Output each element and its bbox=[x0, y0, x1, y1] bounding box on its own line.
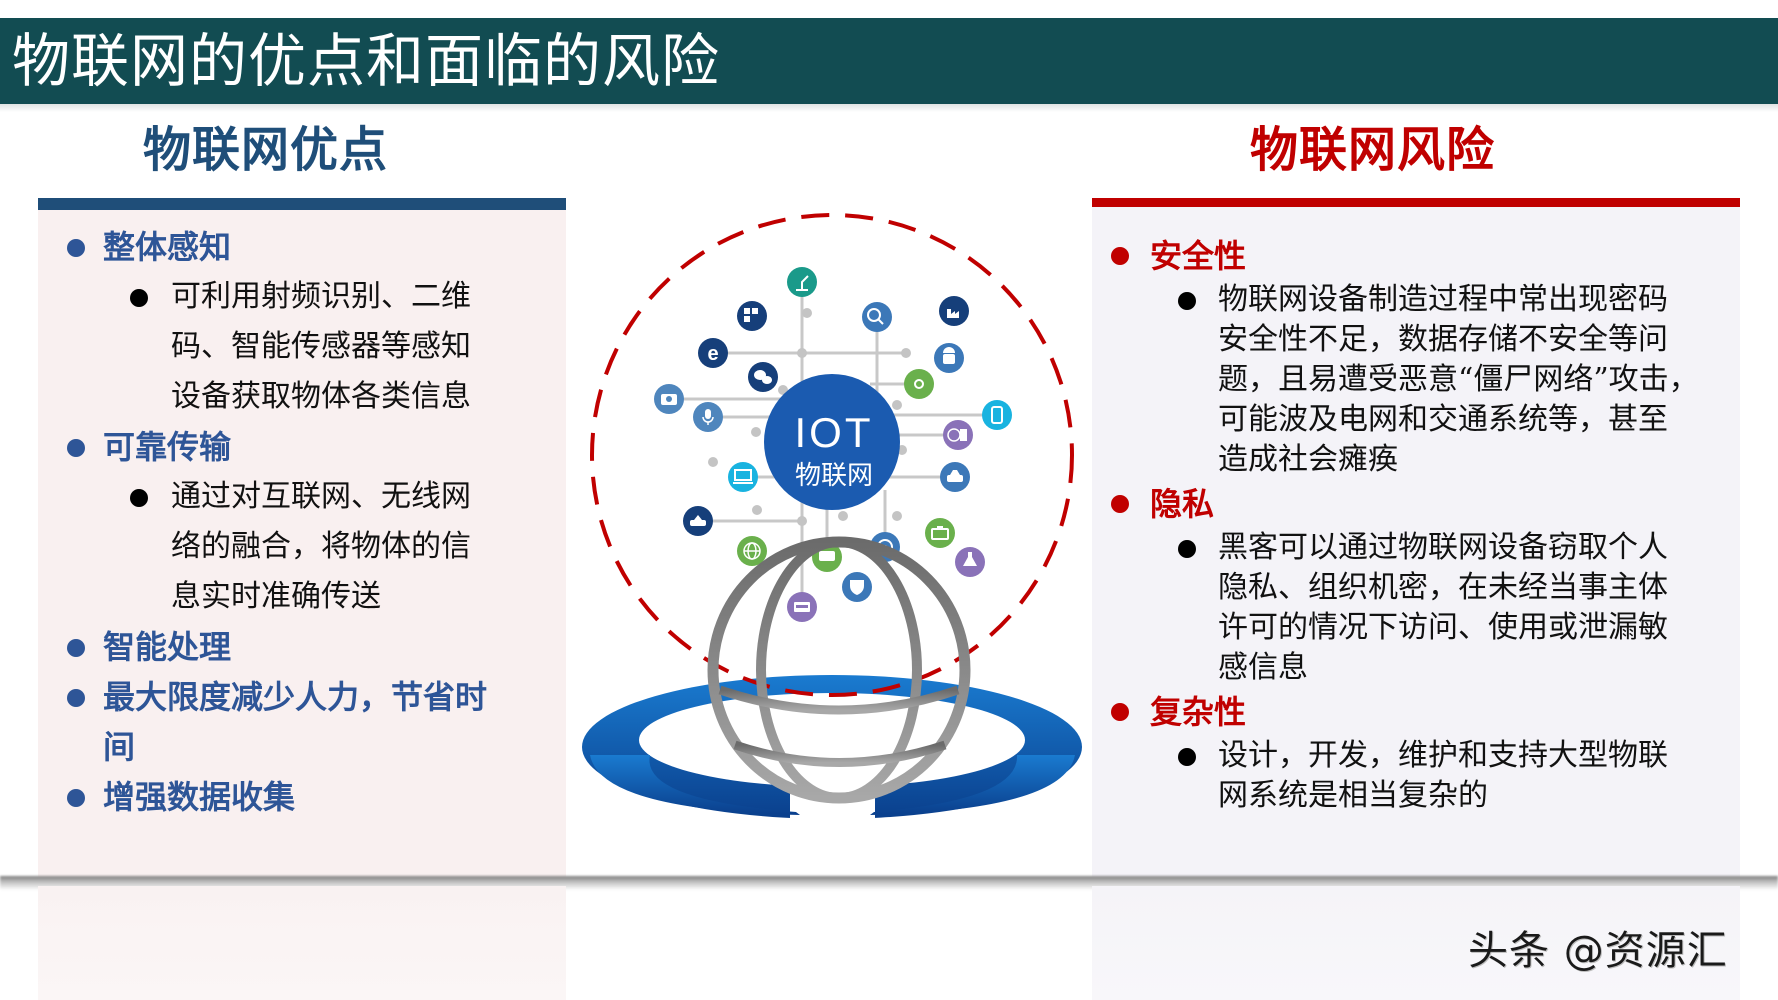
bullet-icon bbox=[1111, 703, 1129, 721]
robot-arm-icon bbox=[787, 267, 817, 297]
detail-line: 设备获取物体各类信息 bbox=[171, 379, 471, 414]
detail-line: 物联网设备制造过程中常出现密码 bbox=[1218, 282, 1668, 317]
bullet-icon bbox=[1178, 292, 1196, 310]
advantages-panel bbox=[38, 198, 566, 878]
advantage-item: 整体感知 bbox=[60, 222, 530, 272]
bullet-icon bbox=[130, 489, 148, 507]
advantage-item: 最大限度减少人力，节省时 间 bbox=[60, 672, 530, 772]
iot-graphic: e IOT 物联网 bbox=[582, 213, 1082, 819]
briefcase-icon bbox=[925, 518, 955, 548]
risk-label: 复杂性 bbox=[1150, 693, 1247, 731]
risk-item: 隐私 bbox=[1108, 480, 1738, 528]
risks-heading: 物联网风险 bbox=[1250, 122, 1496, 178]
advantage-detail: 可利用射频识别、二维 码、智能传感器等感知 设备获取物体各类信息 bbox=[60, 272, 501, 422]
advantage-item: 可靠传输 bbox=[60, 422, 530, 472]
risk-detail: 黑客可以通过物联网设备窃取个人 隐私、组织机密，在未经当事主体 许可的情况下访问… bbox=[1108, 528, 1718, 688]
bullet-icon bbox=[1178, 540, 1196, 558]
risks-list: 安全性 物联网设备制造过程中常出现密码 安全性不足，数据存储不安全等问 题，且易… bbox=[1108, 232, 1738, 816]
car-icon bbox=[940, 462, 970, 492]
detail-line: 通过对互联网、无线网 bbox=[171, 479, 471, 514]
advantage-label: 智能处理 bbox=[103, 628, 232, 666]
network-nodes bbox=[708, 308, 911, 526]
detail-line: 隐私、组织机密，在未经当事主体 bbox=[1218, 570, 1668, 605]
detail-line: 安全性不足，数据存储不安全等问 bbox=[1218, 322, 1668, 357]
advantage-label: 整体感知 bbox=[103, 228, 232, 266]
detail-line: 息实时准确传送 bbox=[171, 579, 381, 614]
risk-detail: 设计，开发，维护和支持大型物联 网系统是相当复杂的 bbox=[1108, 736, 1718, 816]
risks-reflection bbox=[1092, 886, 1740, 1000]
globe-search-icon bbox=[862, 302, 892, 332]
page-title: 物联网的优点和面临的风险 bbox=[12, 27, 721, 95]
globe-icon bbox=[737, 536, 767, 566]
bullet-icon bbox=[130, 289, 148, 307]
bitcoin-icon bbox=[943, 420, 973, 450]
globe-wireframe-icon bbox=[707, 536, 971, 804]
bullet-icon bbox=[1111, 247, 1129, 265]
risk-item: 复杂性 bbox=[1108, 688, 1738, 736]
advantage-label-line: 最大限度减少人力，节省时 bbox=[103, 678, 488, 716]
watermark: 头条 @资源汇 bbox=[1468, 928, 1728, 974]
iot-hub: IOT 物联网 bbox=[764, 374, 900, 510]
factory-icon bbox=[939, 296, 969, 326]
detail-line: 码、智能传感器等感知 bbox=[171, 329, 471, 364]
printer-icon bbox=[787, 592, 817, 622]
advantages-list: 整体感知 可利用射频识别、二维 码、智能传感器等感知 设备获取物体各类信息 可靠… bbox=[60, 222, 530, 822]
detail-line: 可利用射频识别、二维 bbox=[171, 279, 471, 314]
advantage-label: 可靠传输 bbox=[103, 428, 232, 466]
risk-label: 隐私 bbox=[1150, 485, 1215, 523]
hub-title: IOT bbox=[795, 409, 874, 456]
browser-e-icon: e bbox=[698, 338, 728, 368]
risk-label: 安全性 bbox=[1150, 237, 1247, 275]
risk-detail: 物联网设备制造过程中常出现密码 安全性不足，数据存储不安全等问 题，且易遭受恶意… bbox=[1108, 280, 1718, 480]
bullet-icon bbox=[67, 639, 85, 657]
advantages-divider bbox=[38, 198, 566, 210]
dashed-boundary bbox=[590, 213, 1074, 697]
bullet-icon bbox=[67, 789, 85, 807]
flask-icon bbox=[955, 547, 985, 577]
windows-icon bbox=[737, 301, 767, 331]
hub-subtitle: 物联网 bbox=[795, 461, 873, 491]
phone-icon bbox=[982, 400, 1012, 430]
drone-car-icon bbox=[683, 506, 713, 536]
microphone-icon bbox=[693, 402, 723, 432]
detail-line: 题，且易遭受恶意“僵尸网络”攻击， bbox=[1218, 362, 1699, 397]
detail-line: 感信息 bbox=[1218, 650, 1308, 685]
advantages-reflection bbox=[38, 886, 566, 1000]
laptop-icon bbox=[728, 462, 758, 492]
risks-divider bbox=[1092, 198, 1740, 207]
bullet-icon bbox=[67, 439, 85, 457]
swoosh-front bbox=[590, 755, 1075, 815]
camera-icon bbox=[654, 384, 684, 414]
advantage-label: 增强数据收集 bbox=[103, 778, 296, 816]
wechat-icon bbox=[748, 362, 778, 392]
android-icon bbox=[934, 343, 964, 373]
advantage-label-line: 间 bbox=[103, 728, 136, 766]
risk-item: 安全性 bbox=[1108, 232, 1738, 280]
detail-line: 造成社会瘫痪 bbox=[1218, 442, 1398, 477]
detail-line: 可能波及电网和交通系统等，甚至 bbox=[1218, 402, 1668, 437]
detail-line: 网系统是相当复杂的 bbox=[1218, 778, 1488, 813]
shield-icon bbox=[842, 572, 872, 602]
advantage-detail: 通过对互联网、无线网 络的融合，将物体的信 息实时准确传送 bbox=[60, 472, 501, 622]
bullet-icon bbox=[67, 239, 85, 257]
target-icon bbox=[904, 369, 934, 399]
detail-line: 黑客可以通过物联网设备窃取个人 bbox=[1218, 530, 1668, 565]
detail-line: 设计，开发，维护和支持大型物联 bbox=[1218, 738, 1668, 773]
advantage-item: 智能处理 bbox=[60, 622, 530, 672]
detail-line: 许可的情况下访问、使用或泄漏敏 bbox=[1218, 610, 1668, 645]
bullet-icon bbox=[1178, 748, 1196, 766]
detail-line: 络的融合，将物体的信 bbox=[171, 529, 471, 564]
title-bar: 物联网的优点和面临的风险 bbox=[0, 18, 1778, 112]
svg-text:e: e bbox=[707, 343, 718, 365]
advantage-item: 增强数据收集 bbox=[60, 772, 530, 822]
risks-panel bbox=[1092, 198, 1740, 878]
advantages-heading: 物联网优点 bbox=[143, 122, 389, 178]
bullet-icon bbox=[1111, 495, 1129, 513]
bullet-icon bbox=[67, 689, 85, 707]
